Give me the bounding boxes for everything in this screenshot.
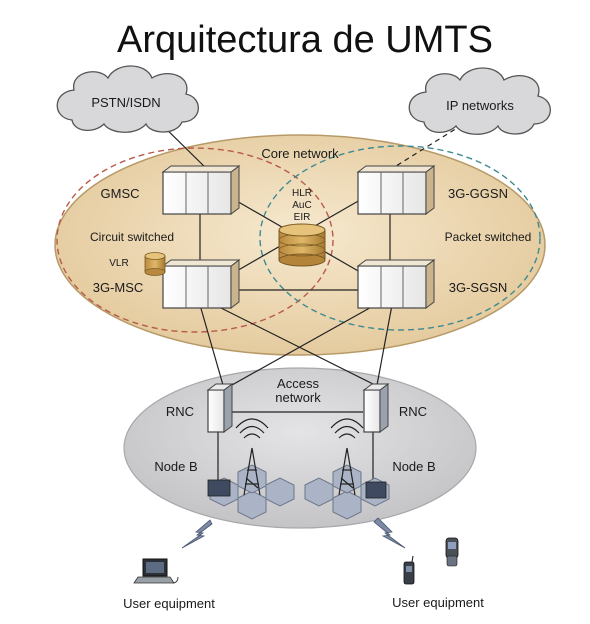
rnc-left-label: RNC — [166, 404, 194, 419]
rnc-right-label: RNC — [399, 404, 427, 419]
ggsn-label: 3G-GGSN — [448, 186, 508, 201]
rnc-right-node — [362, 383, 390, 433]
nodeb-right-cabinet — [365, 481, 387, 499]
user-equipment-left-label: User equipment — [123, 596, 215, 611]
circuit-switched-domain — [56, 147, 334, 333]
pstn-cloud: PSTN/ISDN — [56, 65, 199, 133]
ip-networks-label: IP networks — [446, 98, 514, 113]
page-title: Arquitectura de UMTS — [117, 19, 493, 61]
nodeb-right-tower — [330, 418, 364, 496]
mobile-phone-icon — [403, 555, 415, 585]
connection-lines — [154, 117, 471, 480]
hlr-database — [278, 223, 326, 267]
nodeb-left-tower — [235, 418, 269, 496]
vlr-label: VLR — [109, 258, 128, 269]
access-network-label-1: Access — [277, 376, 319, 391]
ip-networks-cloud: IP networks — [408, 67, 551, 135]
hlr-label: HLR — [292, 188, 312, 199]
nodeb-right-label: Node B — [392, 459, 435, 474]
rnc-left-node — [206, 383, 234, 433]
nodeb-left-cabinet — [207, 479, 231, 497]
sgsn-label: 3G-SGSN — [449, 280, 508, 295]
flip-phone-icon — [445, 537, 459, 567]
gmsc-label: GMSC — [101, 186, 140, 201]
auc-label: AuC — [292, 200, 311, 211]
ggsn-node — [356, 165, 436, 215]
vlr-database — [144, 252, 166, 276]
packet-switched-label: Packet switched — [445, 230, 532, 244]
msc-node — [161, 259, 241, 309]
sgsn-node — [356, 259, 436, 309]
core-network-label: Core network — [261, 146, 339, 161]
user-equipment-right-label: User equipment — [392, 595, 484, 610]
laptop-icon — [133, 558, 179, 584]
gmsc-node — [161, 165, 241, 215]
pstn-label: PSTN/ISDN — [91, 95, 160, 110]
msc-label: 3G-MSC — [93, 280, 144, 295]
eir-label: EIR — [294, 212, 311, 223]
radio-link-right-icon — [373, 517, 406, 549]
packet-switched-domain — [259, 145, 541, 331]
nodeb-left-label: Node B — [154, 459, 197, 474]
access-network-label-2: network — [275, 390, 321, 405]
circuit-switched-label: Circuit switched — [90, 230, 174, 244]
radio-link-left-icon — [181, 519, 213, 549]
